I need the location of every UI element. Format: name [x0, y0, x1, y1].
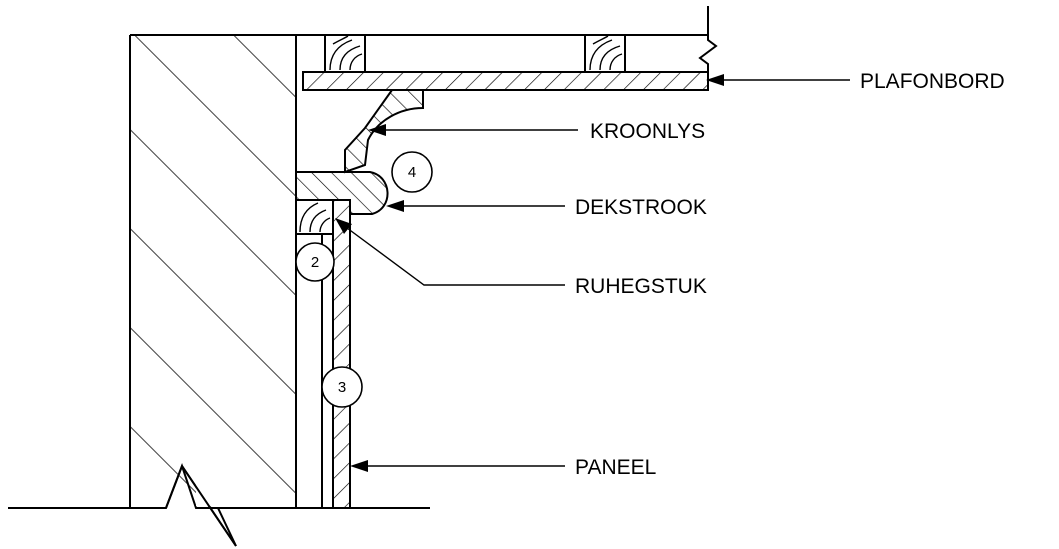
leader-dekstrook: [386, 200, 565, 212]
label-ruhegstuk: RUHEGSTUK: [575, 275, 707, 298]
ceiling-board: [302, 71, 709, 91]
label-plafonbord: PLAFONBORD: [860, 70, 1005, 93]
label-dekstrook: DEKSTROOK: [575, 196, 707, 219]
panel: [321, 199, 351, 509]
leader-ruhegstuk: [335, 218, 565, 286]
joist-block-left: [324, 34, 366, 73]
callout-2: 2: [295, 242, 335, 282]
callout-3-number: 3: [338, 379, 346, 396]
callout-3: 3: [321, 366, 363, 408]
leader-plafonbord: [706, 74, 850, 86]
callout-4-number: 4: [408, 164, 416, 181]
masonry-wall: [129, 34, 297, 508]
label-kroonlys: KROONLYS: [590, 120, 705, 143]
floor-break-line: [8, 463, 430, 547]
leader-kroonlys: [368, 124, 578, 136]
crown-molding: [344, 89, 424, 174]
joist-block-right: [584, 34, 626, 73]
leader-paneel: [350, 460, 565, 472]
furring-block: [295, 199, 334, 235]
callout-4: 4: [391, 151, 433, 193]
label-paneel: PANEEL: [575, 456, 656, 479]
callout-2-number: 2: [311, 254, 319, 271]
